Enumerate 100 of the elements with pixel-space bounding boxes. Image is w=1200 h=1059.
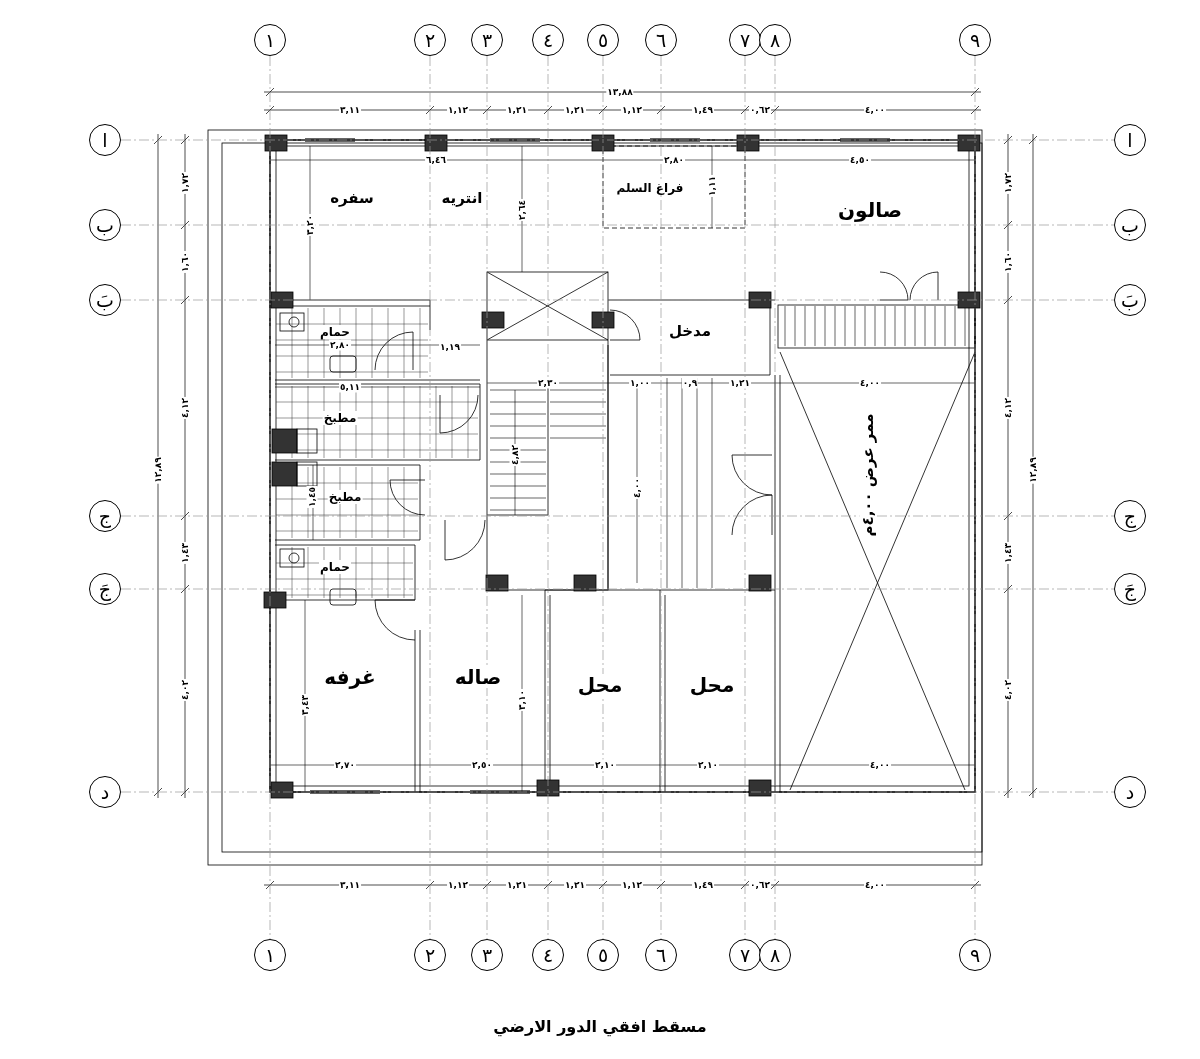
dimension-label: ٣,١١ (339, 104, 361, 116)
grid-bubble: ب (89, 209, 121, 241)
dimension-label: ١,٧٢ (1002, 172, 1014, 194)
grid-bubble: ٧ (729, 939, 761, 971)
grid-bubble: د (89, 776, 121, 808)
dimension-label: ٤,١٢ (1002, 397, 1014, 419)
grid-bubble: ٢ (414, 24, 446, 56)
dimension-label: ٣,١١ (339, 879, 361, 891)
dimension-label: ٥,١١ (339, 381, 361, 393)
dimension-label: ٢,٦٤ (516, 199, 528, 221)
grid-line (120, 299, 1115, 301)
dimension-label: ١,٢١ (729, 377, 751, 389)
dimension-label: ١,١٩ (439, 341, 461, 353)
dimension-label: ١,٤٥ (306, 486, 318, 508)
grid-bubble: ٨ (759, 24, 791, 56)
grid-bubble: ب (1114, 209, 1146, 241)
grid-bubble: ١ (254, 24, 286, 56)
room-label: محل (688, 674, 736, 696)
grid-bubble: ٩ (959, 24, 991, 56)
dimension-label: ١,٦٠ (1002, 251, 1014, 273)
grid-bubble: ا (89, 124, 121, 156)
dimension-label: ١,٢١ (506, 879, 528, 891)
dimension-label: ١,١٢ (621, 104, 643, 116)
grid-line (120, 588, 1115, 590)
room-label: صالون (837, 199, 903, 221)
grid-bubble: ٤ (532, 24, 564, 56)
dimension-label: ١,٠٠ (629, 377, 651, 389)
dimension-label: ٤,٠٢ (1002, 679, 1014, 701)
room-label: حمام (319, 560, 351, 574)
dimension-label: ١,١٢ (621, 879, 643, 891)
grid-bubble: بَ (89, 284, 121, 316)
grid-bubble: ٥ (587, 939, 619, 971)
dimension-label: ٠,٦٢ (749, 104, 771, 116)
dimension-label: ٢,٨٠ (329, 339, 351, 351)
room-label: انتريه (440, 189, 484, 207)
grid-bubble: ٣ (471, 939, 503, 971)
dimension-label: ٤,٨٢ (509, 444, 521, 466)
dimension-label: ١,٢١ (564, 879, 586, 891)
grid-bubble: ١ (254, 939, 286, 971)
room-label: مطبخ (322, 411, 358, 425)
room-label: فراغ السلم (615, 181, 685, 195)
dimension-label: ٤,٠٠ (859, 377, 881, 389)
plan-title: مسقط افقي الدور الارضي (492, 1018, 708, 1036)
dimension-label: ٠,٩ (681, 377, 699, 389)
dimension-label: ١,٤٣ (1002, 542, 1014, 564)
grid-line (120, 515, 1115, 517)
dimension-label: ١٣,٨٨ (606, 86, 634, 98)
grid-line (120, 139, 1115, 141)
grid-bubble: ٩ (959, 939, 991, 971)
grid-bubble: ج (1114, 500, 1146, 532)
dimension-label: ٢,٣٠ (537, 377, 559, 389)
dimension-label: ٦,٤٦ (425, 154, 447, 166)
dimension-label: ١,٤٩ (692, 879, 714, 891)
dimension-label: ٢,٥٠ (471, 759, 493, 771)
grid-bubble: ٢ (414, 939, 446, 971)
room-label: مطبخ (327, 490, 363, 504)
grid-bubble: جَ (89, 573, 121, 605)
dimension-label: ٢,٧٠ (334, 759, 356, 771)
dimension-label: ٢,١٠ (594, 759, 616, 771)
grid-bubble: ٧ (729, 24, 761, 56)
dimension-label: ١,٦٠ (179, 251, 191, 273)
dimension-label: ١٢,٨٩ (152, 456, 164, 484)
dimension-label: ١,٧٢ (179, 172, 191, 194)
grid-bubble: ٨ (759, 939, 791, 971)
grid-bubble: ٣ (471, 24, 503, 56)
grid-line (120, 224, 1115, 226)
dimension-label: ١,٤٣ (179, 542, 191, 564)
grid-bubble: جَ (1114, 573, 1146, 605)
grid-bubble: ٥ (587, 24, 619, 56)
dimension-label: ٤,٠٠ (869, 759, 891, 771)
dimension-label: ٤,٠٠ (864, 104, 886, 116)
grid-bubble: د (1114, 776, 1146, 808)
dimension-label: ٤,٠٢ (179, 679, 191, 701)
dimension-label: ٣,١٠ (516, 689, 528, 711)
room-label: محل (576, 674, 624, 696)
dimension-label: ١,١٢ (447, 104, 469, 116)
grid-bubble: ا (1114, 124, 1146, 156)
dimension-label: ٢,٨٠ (663, 154, 685, 166)
dimension-label: ١,٢١ (506, 104, 528, 116)
grid-bubble: ٦ (645, 24, 677, 56)
grid-line (120, 791, 1115, 793)
dimension-label: ١,٤٩ (692, 104, 714, 116)
dimension-label: ٤,٠٠ (864, 879, 886, 891)
dimension-label: ١,١١ (706, 175, 718, 197)
dimension-label: ٣,٤٣ (299, 694, 311, 716)
dimension-label: ٤,٥٠ (849, 154, 871, 166)
grid-bubble: ج (89, 500, 121, 532)
dimension-label: ٣,٢٠ (304, 214, 316, 236)
dimension-label: ٠,٦٢ (749, 879, 771, 891)
dimension-label: ١,١٢ (447, 879, 469, 891)
dimension-label: ٤,٠٠ (631, 477, 643, 499)
dimension-label: ١,٢١ (564, 104, 586, 116)
dimension-label: ٢,١٠ (697, 759, 719, 771)
dimension-label: ١٢,٨٩ (1027, 456, 1039, 484)
grid-bubble: ٦ (645, 939, 677, 971)
room-label: ممر عرض ٤,٠٠م (859, 412, 877, 538)
dimension-label: ٤,١٢ (179, 397, 191, 419)
grid-bubble: بَ (1114, 284, 1146, 316)
room-label: صاله (453, 666, 503, 688)
grid-bubble: ٤ (532, 939, 564, 971)
